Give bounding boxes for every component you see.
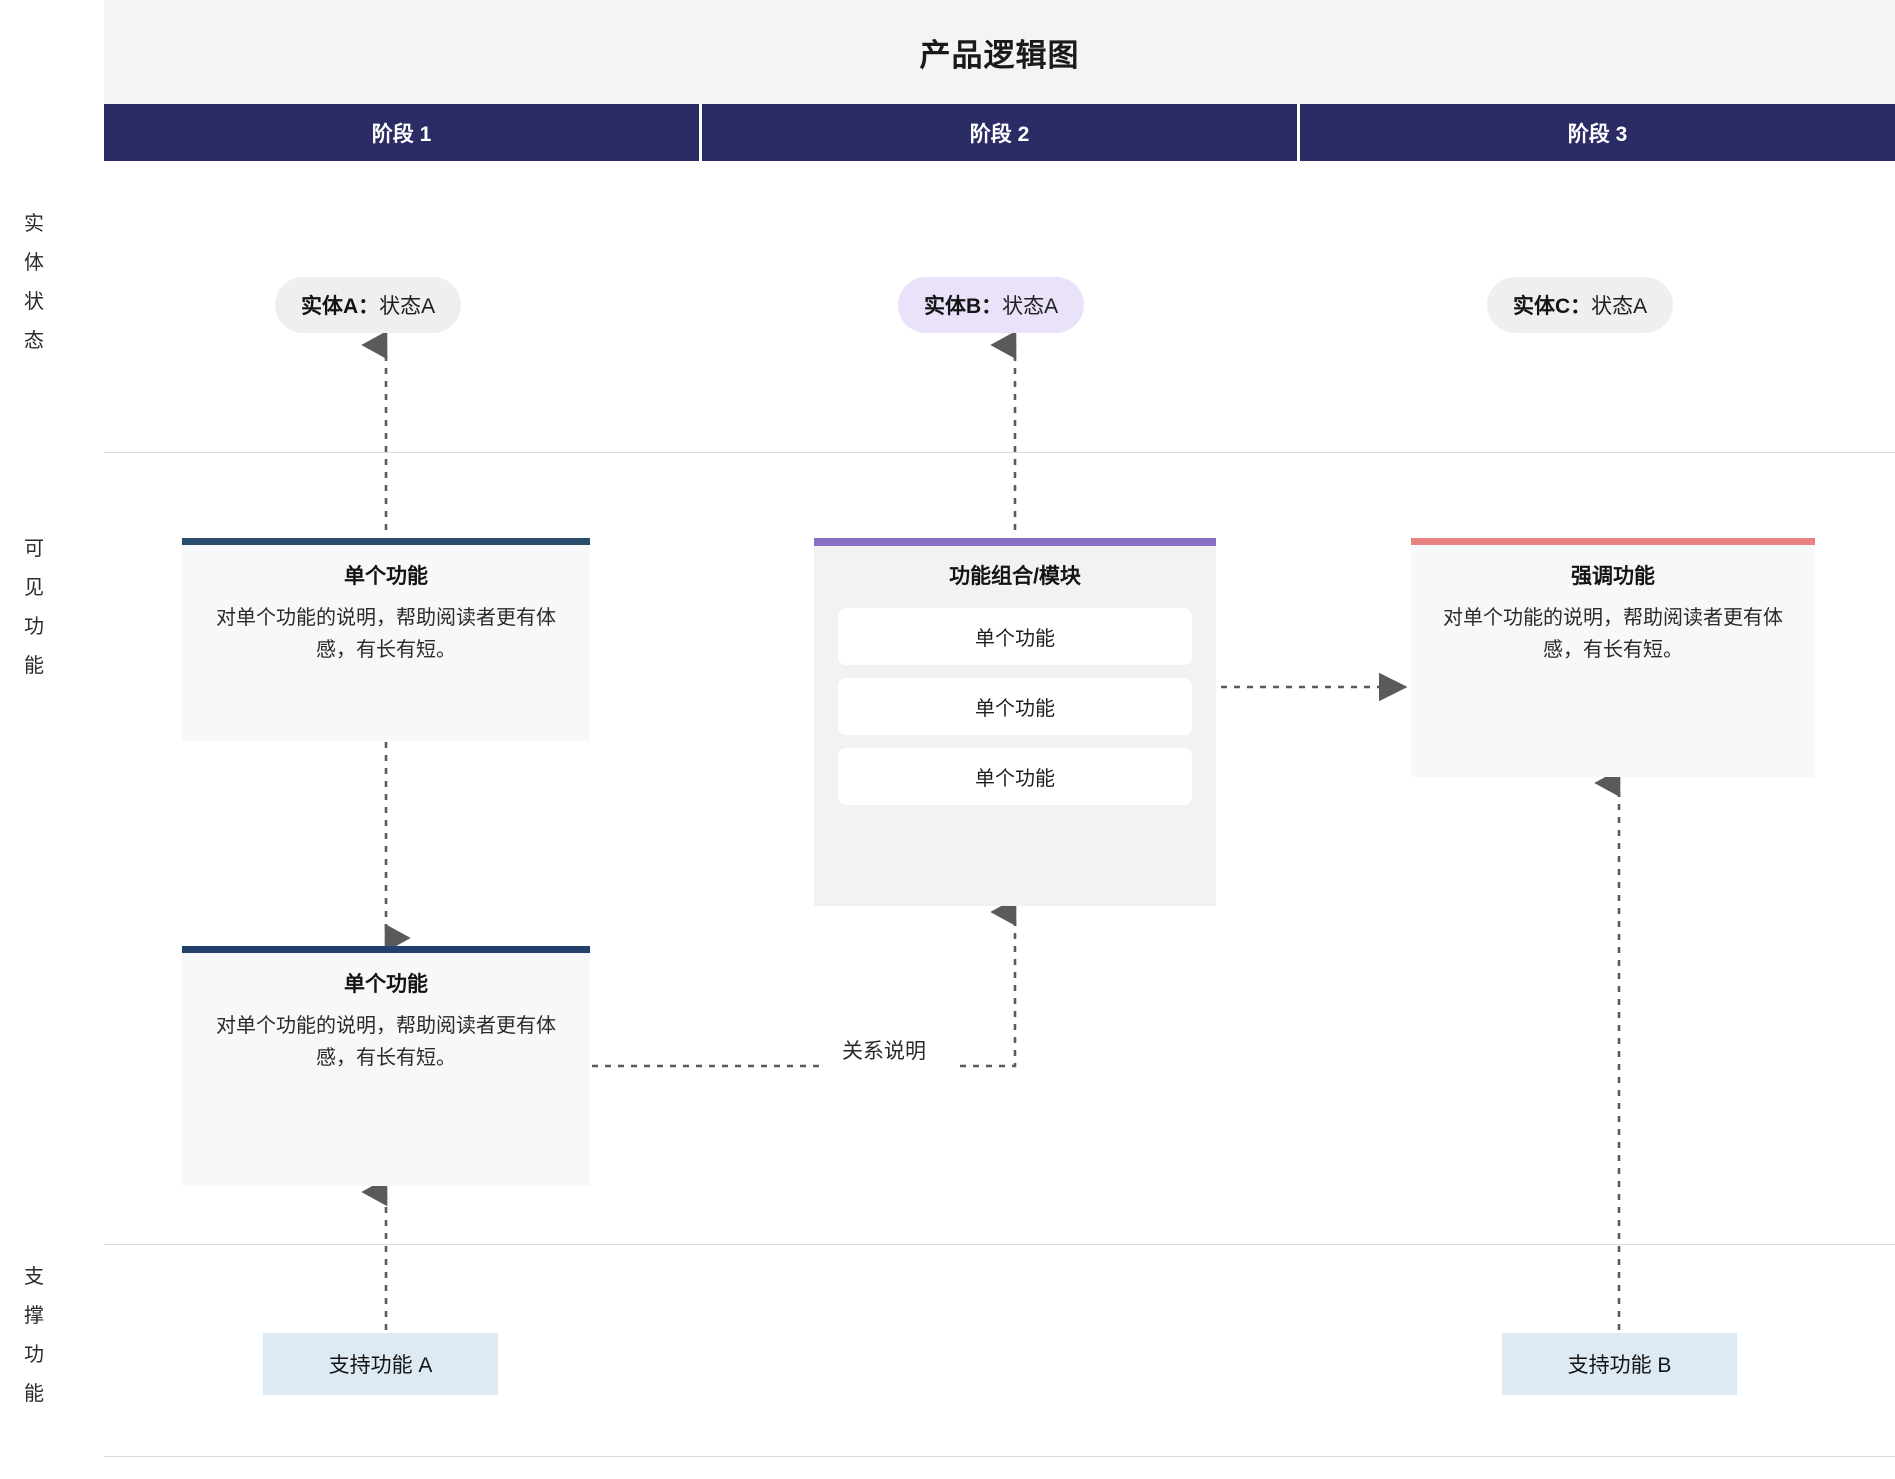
- row-label-visible-features: 可 见 功 能: [14, 530, 54, 686]
- lane-divider-entity-visible: [104, 452, 1895, 453]
- module-sub-item-1[interactable]: 单个功能: [838, 608, 1192, 665]
- feature-card-2[interactable]: 单个功能 对单个功能的说明，帮助阅读者更有体感，有长有短。: [182, 946, 590, 1186]
- entity-state-pill-a[interactable]: 实体A： 状态A: [275, 277, 462, 333]
- module-sub-item-3[interactable]: 单个功能: [838, 748, 1192, 805]
- row-label-supporting-features: 支 撑 功 能: [14, 1258, 54, 1414]
- row-label-visible-features-c2: 功: [24, 616, 44, 638]
- feature-card-1-description: 对单个功能的说明，帮助阅读者更有体感，有长有短。: [216, 607, 556, 662]
- entity-state-pill-c[interactable]: 实体C： 状态A: [1487, 277, 1674, 333]
- feature-card-1-title: 单个功能: [344, 565, 428, 588]
- module-sub-item-2[interactable]: 单个功能: [838, 678, 1192, 735]
- row-label-supporting-features-c0: 支: [24, 1266, 44, 1288]
- page-title: 产品逻辑图: [919, 37, 1080, 73]
- row-label-visible-features-c3: 能: [24, 655, 44, 677]
- entity-state-pill-b-state: 状态A: [1002, 295, 1059, 318]
- row-label-supporting-features-c3: 能: [24, 1383, 44, 1405]
- stage-header-3[interactable]: 阶段 3: [1300, 104, 1895, 161]
- entity-state-pill-c-entity: 实体C：: [1513, 295, 1592, 318]
- stage-header-2[interactable]: 阶段 2: [702, 104, 1300, 161]
- row-label-entity-state: 实 体 状 态: [14, 205, 54, 361]
- row-label-entity-state-c0: 实: [24, 213, 44, 235]
- feature-card-3-title: 强调功能: [1571, 565, 1655, 588]
- entity-state-pill-a-entity: 实体A：: [301, 295, 380, 318]
- feature-module-group[interactable]: 功能组合/模块 单个功能 单个功能 单个功能: [814, 538, 1216, 906]
- row-label-supporting-features-c1: 撑: [24, 1305, 44, 1327]
- lane-divider-bottom: [104, 1456, 1895, 1457]
- row-label-entity-state-c2: 状: [24, 291, 44, 313]
- row-label-visible-features-c0: 可: [24, 538, 44, 560]
- support-feature-b[interactable]: 支持功能 B: [1502, 1333, 1737, 1395]
- connector-card2-to-module-right: [960, 897, 1017, 1068]
- support-feature-a[interactable]: 支持功能 A: [263, 1333, 498, 1395]
- row-label-entity-state-c3: 态: [24, 330, 44, 352]
- feature-module-group-title: 功能组合/模块: [949, 565, 1081, 588]
- entity-state-pill-c-state: 状态A: [1591, 295, 1648, 318]
- feature-card-1[interactable]: 单个功能 对单个功能的说明，帮助阅读者更有体感，有长有短。: [182, 538, 590, 741]
- lane-divider-visible-support: [104, 1244, 1895, 1245]
- entity-state-pill-b-entity: 实体B：: [924, 295, 1003, 318]
- stage-header-band: 阶段 1 阶段 2 阶段 3: [104, 104, 1895, 161]
- stage-header-1[interactable]: 阶段 1: [104, 104, 702, 161]
- diagram-title-band: 产品逻辑图: [104, 0, 1895, 104]
- row-label-entity-state-c1: 体: [24, 252, 44, 274]
- feature-card-3[interactable]: 强调功能 对单个功能的说明，帮助阅读者更有体感，有长有短。: [1411, 538, 1815, 777]
- feature-card-3-description: 对单个功能的说明，帮助阅读者更有体感，有长有短。: [1442, 607, 1783, 662]
- feature-card-2-title: 单个功能: [344, 973, 428, 996]
- row-label-supporting-features-c2: 功: [24, 1344, 44, 1366]
- row-label-visible-features-c1: 见: [24, 577, 44, 599]
- feature-card-2-description: 对单个功能的说明，帮助阅读者更有体感，有长有短。: [216, 1015, 556, 1070]
- entity-state-pill-b[interactable]: 实体B： 状态A: [898, 277, 1085, 333]
- relationship-label: 关系说明: [830, 1035, 938, 1065]
- entity-state-pill-a-state: 状态A: [379, 295, 436, 318]
